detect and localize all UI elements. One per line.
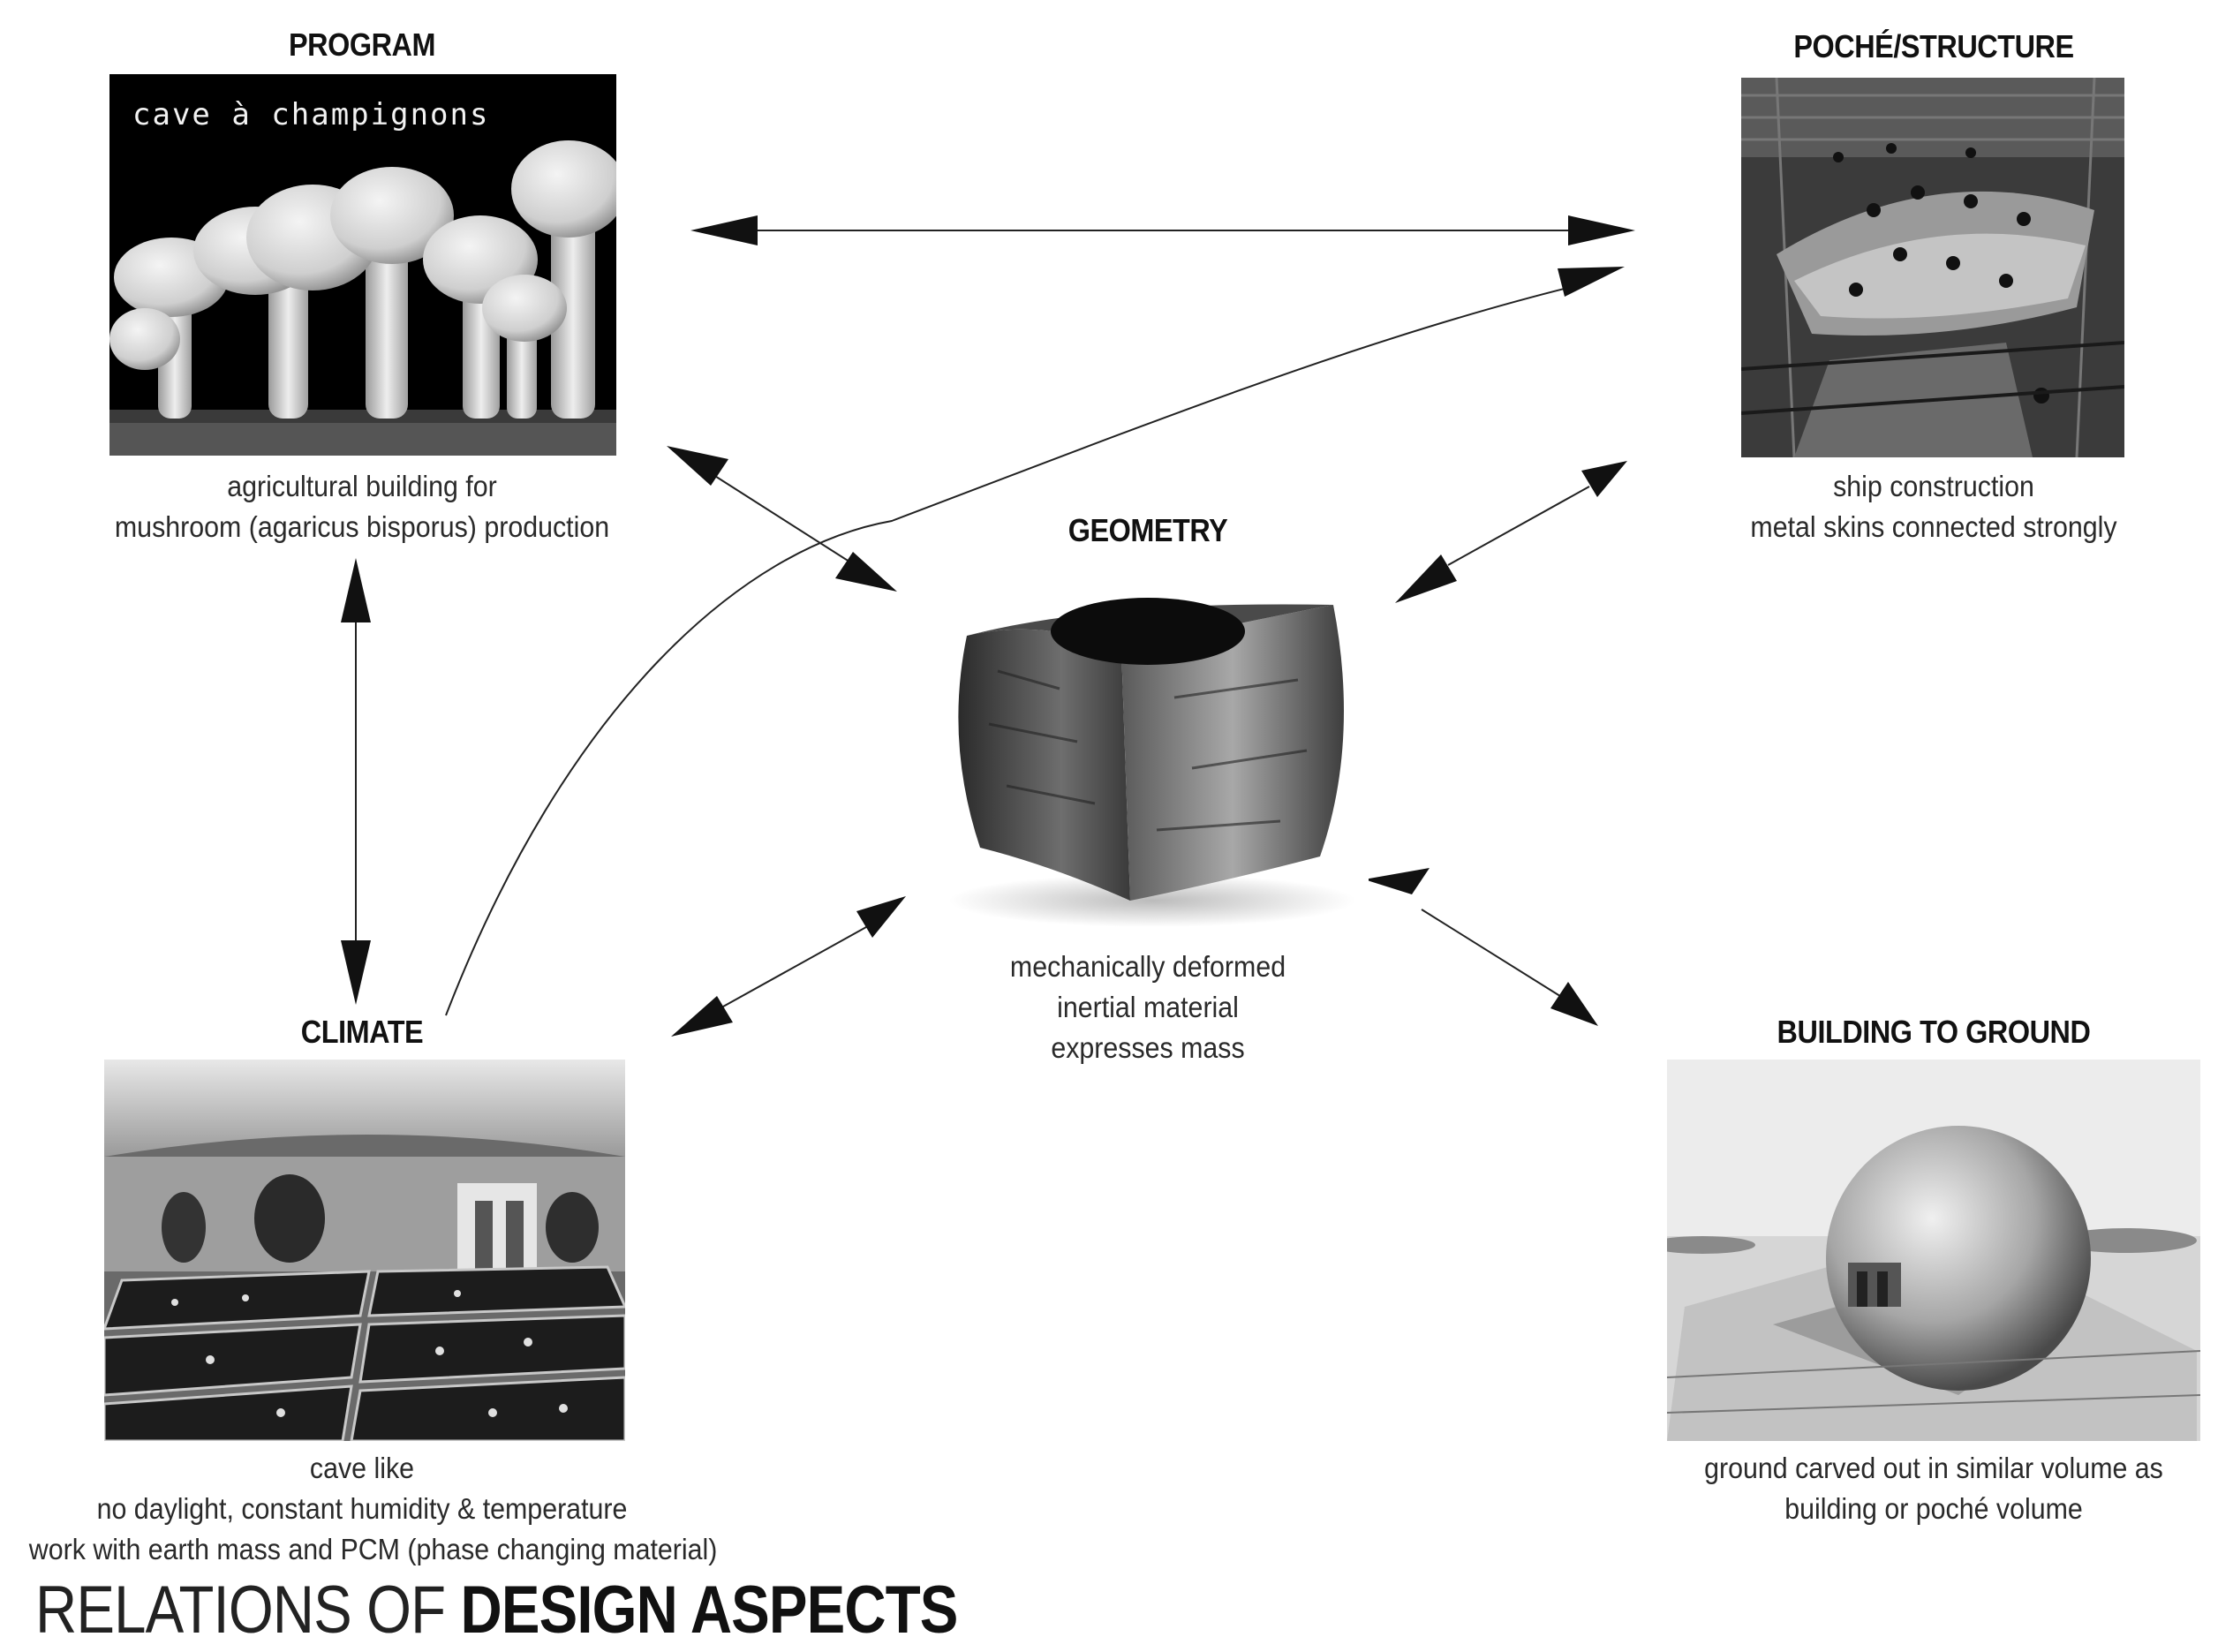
poche-structure-heading: POCHÉ/STRUCTURE <box>1793 28 2074 64</box>
climate-heading: CLIMATE <box>300 1014 424 1050</box>
mushroom-cave-illustration <box>104 1060 625 1441</box>
climate-caption-line-3: work with earth mass and PCM (phase chan… <box>28 1533 718 1565</box>
page-title: RELATIONS OF DESIGN ASPECTS <box>35 1572 958 1648</box>
geometry-heading: GEOMETRY <box>1067 512 1228 548</box>
climate-caption-line-1: cave like <box>309 1452 415 1484</box>
geometry-caption-line-3: expresses mass <box>1051 1031 1245 1064</box>
climate-photo <box>104 1060 625 1441</box>
program-photo: cave à champignons <box>109 74 616 456</box>
poche-structure-photo <box>1741 78 2124 457</box>
program-caption: agricultural building for mushroom (agar… <box>94 466 630 547</box>
building-to-ground-caption: ground carved out in similar volume as b… <box>1665 1448 2201 1529</box>
program-heading: PROGRAM <box>288 26 436 63</box>
mushroom-illustration <box>109 140 616 456</box>
poche-structure-caption-line-1: ship construction <box>1833 470 2034 502</box>
arrow-poche-geometry <box>1447 486 1590 566</box>
geometry-photo <box>927 565 1369 936</box>
building-to-ground-heading: BUILDING TO GROUND <box>1777 1014 2091 1050</box>
poche-structure-caption-line-2: metal skins connected strongly <box>1750 510 2117 543</box>
climate-caption: cave like no daylight, constant humidity… <box>28 1448 718 1570</box>
climate-caption-line-2: no daylight, constant humidity & tempera… <box>96 1492 628 1525</box>
program-photo-text: cave à champignons <box>132 97 490 132</box>
program-caption-line-2: mushroom (agaricus bisporus) production <box>114 510 610 543</box>
program-caption-line-1: agricultural building for <box>227 470 497 502</box>
geometry-caption-line-1: mechanically deformed <box>1009 950 1286 983</box>
building-to-ground-caption-line-2: building or poché volume <box>1784 1492 2083 1525</box>
arrow-program-geometry <box>710 472 853 564</box>
deformed-vessel-illustration <box>949 598 1355 927</box>
building-to-ground-photo <box>1667 1060 2200 1441</box>
spherical-building-illustration <box>1667 1060 2200 1441</box>
arrow-geometry-ground <box>1421 909 1564 999</box>
poche-structure-caption: ship construction metal skins connected … <box>1682 466 2185 547</box>
arrow-climate-geometry <box>714 922 875 1012</box>
arrow-climate-poche <box>445 282 1590 1016</box>
page-title-light: RELATIONS OF <box>35 1573 461 1648</box>
geometry-caption-line-2: inertial material <box>1057 991 1239 1023</box>
page-title-bold: DESIGN ASPECTS <box>460 1573 959 1648</box>
ship-construction-illustration <box>1741 78 2124 457</box>
building-to-ground-caption-line-1: ground carved out in similar volume as <box>1704 1452 2163 1484</box>
geometry-caption: mechanically deformed inertial material … <box>904 947 1392 1068</box>
